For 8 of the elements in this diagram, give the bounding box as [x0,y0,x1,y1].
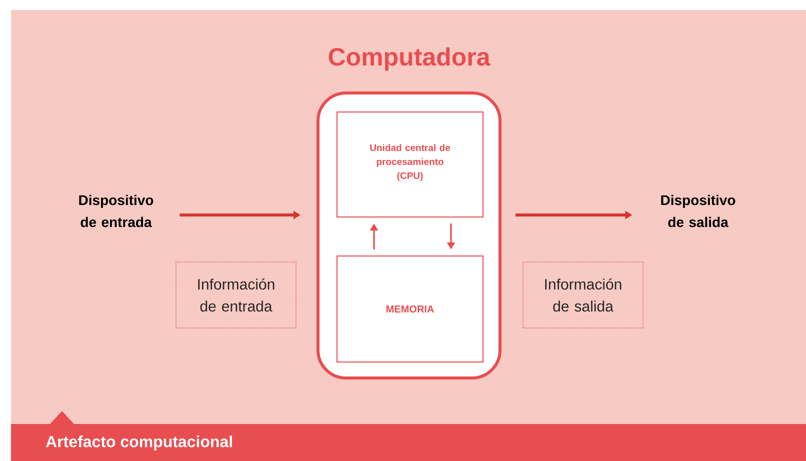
info-box: Información de entrada [176,262,296,328]
device-label: Dispositivo de salida [661,194,736,228]
process-box: Unidad central de procesamiento (CPU) [336,112,484,218]
process-box: MEMORIA [336,256,484,362]
device-label: Dispositivo de entrada [79,194,154,228]
footer-band: Artefacto computacional [11,411,806,461]
info-box: Información de salida [522,262,644,328]
title: Computadora [328,47,490,71]
